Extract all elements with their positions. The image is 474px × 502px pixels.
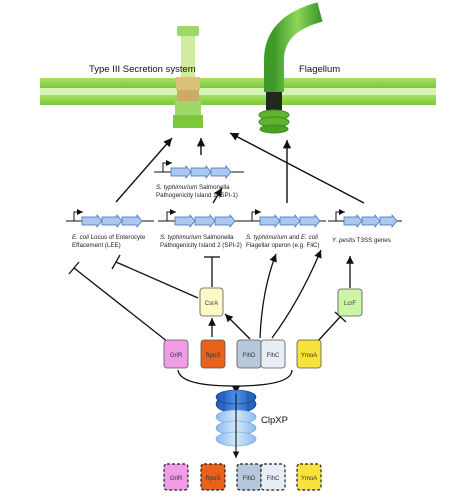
flhd-box: FlhD — [236, 339, 262, 369]
flagellum-structure — [258, 2, 323, 134]
ymoa-repress-lcrf — [317, 316, 341, 342]
svg-text:GrlR: GrlR — [170, 353, 183, 359]
clpxp-label: ClpXP — [261, 415, 288, 426]
svg-text:GrlR: GrlR — [170, 476, 183, 482]
lee-label-line2: Effacement (LEE) — [72, 242, 121, 249]
grlr-box: GrlR — [163, 339, 189, 369]
svg-text:YmoA: YmoA — [301, 353, 317, 359]
operon-spi2 — [158, 209, 248, 228]
arrow-yersinia-to-t3ss — [229, 132, 365, 204]
svg-text:FlhC: FlhC — [267, 353, 280, 359]
flhdc-to-flagellar-2 — [271, 249, 322, 339]
flhdc-to-flagellar — [259, 253, 277, 339]
svg-text:CsrA: CsrA — [205, 301, 218, 307]
grlr-repress-lee — [73, 267, 169, 343]
activation-arrows — [115, 132, 365, 204]
degraded-flhd: FlhD — [236, 463, 262, 491]
svg-text:YmoA: YmoA — [301, 476, 317, 482]
operon-spi1 — [154, 160, 244, 179]
flagellar-label-line2: Flagellar operon (e.g. FliC) — [246, 242, 320, 249]
degraded-flhc: FlhC — [260, 463, 286, 491]
arrow-spi2-to-t3ss — [212, 187, 223, 204]
degradation-curve — [177, 369, 293, 387]
svg-text:LcrF: LcrF — [344, 301, 356, 307]
flhdc-to-csra — [224, 313, 251, 340]
gene-arrows-lee — [81, 214, 143, 228]
membrane — [40, 78, 436, 105]
spi1-label-line1: S. typhimurium Salmonella — [156, 184, 230, 191]
svg-text:RpoS: RpoS — [205, 476, 220, 482]
t3ss-label: Type III Secretion system — [89, 64, 196, 75]
svg-text:RpoS: RpoS — [205, 353, 220, 359]
operon-lee — [66, 209, 154, 228]
flagellar-label-line1: S. typhimurium and E. coli — [246, 234, 319, 241]
gene-arrows-yersinia — [343, 214, 398, 228]
clpxp-protease — [215, 389, 257, 458]
gene-arrows-spi1 — [170, 165, 232, 179]
lee-label-line1: E. coli Locus of Enterocyte — [72, 234, 146, 241]
yersinia-label: Y. pestis T3SS genes — [332, 237, 391, 244]
gene-arrows-spi2 — [174, 214, 236, 228]
svg-text:FlhD: FlhD — [243, 353, 256, 359]
arrow-lee-to-t3ss — [115, 137, 173, 203]
operon-yersinia — [328, 209, 402, 228]
spi2-label-line2: Pathogenicity Island 2 (SPI-2) — [160, 242, 242, 249]
degraded-grlr: GrlR — [163, 463, 189, 491]
regulatory-lines — [68, 249, 354, 394]
csra-repress-lee — [115, 261, 199, 299]
svg-text:FlhC: FlhC — [267, 476, 280, 482]
degraded-ymoa: YmoA — [296, 463, 322, 491]
t3ss-structure — [173, 26, 203, 128]
csra-box: CsrA — [199, 287, 224, 317]
flagellum-label: Flagellum — [299, 64, 340, 75]
spi1-label-line2: Pathogenicity Island 1 (SPI-1) — [156, 192, 238, 199]
flhc-box: FlhC — [260, 339, 286, 369]
lcrf-box: LcrF — [337, 288, 363, 317]
svg-text:FlhD: FlhD — [243, 476, 256, 482]
degraded-rpos: RpoS — [200, 463, 226, 491]
rpos-box: RpoS — [200, 339, 226, 369]
gene-arrows-flagellar — [259, 214, 321, 228]
operon-flagellar — [244, 209, 326, 228]
spi2-label-line1: S. typhimurium Salmonella — [160, 234, 234, 241]
ymoa-box: YmoA — [296, 339, 322, 369]
